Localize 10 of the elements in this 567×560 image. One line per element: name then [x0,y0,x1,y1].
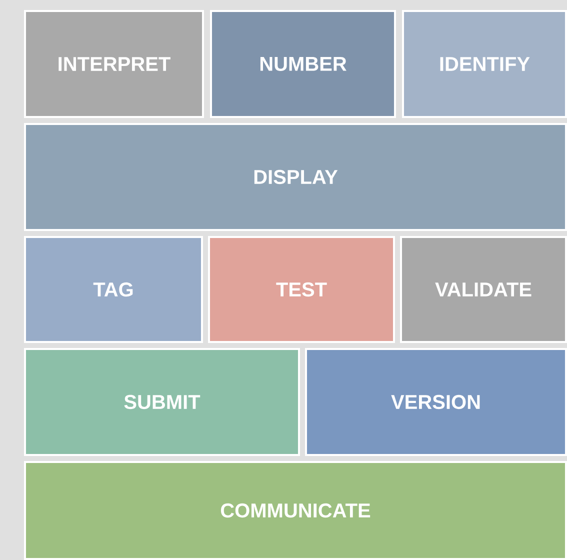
tile-box: TAG [24,236,203,343]
tile-box: VERSION [305,348,567,456]
tile-box: TEST [208,236,395,343]
tile-box: NUMBER [210,10,396,118]
tile-box: VALIDATE [400,236,567,343]
tile-box: SUBMIT [24,348,300,456]
tile-box: COMMUNICATE [24,461,567,560]
tile-box: INTERPRET [24,10,204,118]
tile-box: IDENTIFY [402,10,567,118]
tile-box: DISPLAY [24,123,567,231]
